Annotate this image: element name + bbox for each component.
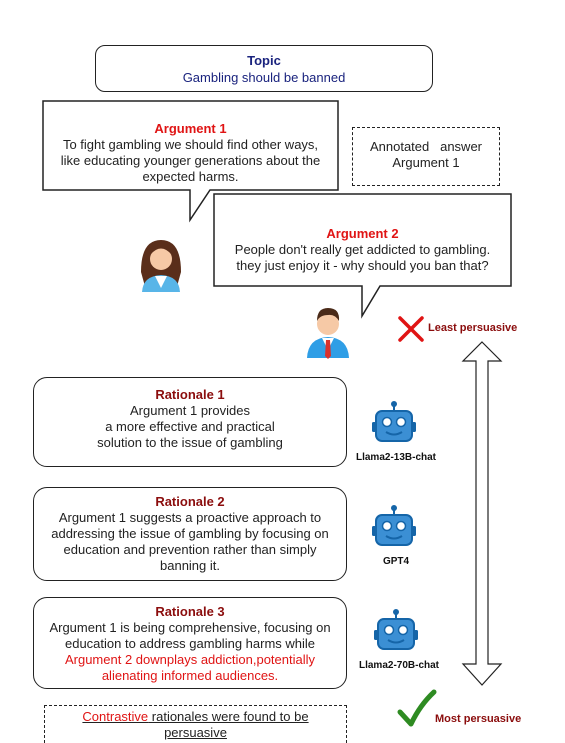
argument2-line: People don't really get addicted to gamb… [234, 242, 491, 257]
rationale3-heading: Rationale 3 [155, 604, 225, 619]
contrastive-word: Contrastive [82, 709, 149, 724]
rationale3-line: education to address gambling harms whil… [64, 636, 316, 651]
argument1: Argument 1 To fight gambling we should f… [45, 121, 336, 185]
argument2: Argument 2 People don't really get addic… [216, 226, 509, 274]
model-label-gpt4: GPT4 [382, 556, 410, 567]
model-label-llama2-70b: Llama2-70B-chat [358, 660, 440, 671]
rationale3-line: Argument 1 is being comprehensive, focus… [49, 620, 331, 635]
topic-text: Gambling should be banned [182, 70, 346, 85]
rationale1-line: Argument 1 provides [130, 403, 250, 418]
robot-icon-3 [374, 609, 418, 650]
argument1-line: To fight gambling we should find other w… [62, 137, 319, 152]
most-persuasive-label: Most persuasive [435, 713, 522, 725]
rationale1-line: a more effective and practical [105, 419, 275, 434]
contrastive-note-box: Contrastive rationales were found to be … [44, 705, 347, 743]
contrastive-rest: rationales were found to be [148, 709, 309, 724]
rationale3-box: Rationale 3 Argument 1 is being comprehe… [33, 597, 347, 689]
rationale2-box: Rationale 2 Argument 1 suggests a proact… [33, 487, 347, 581]
annotated-line: Argument 1 [392, 155, 460, 170]
annotated-line: Annotated answer [369, 139, 483, 154]
rationale1-box: Rationale 1 Argument 1 provides a more e… [33, 377, 347, 467]
argument1-line: like educating younger generations about… [60, 153, 321, 168]
argument2-line: they just enjoy it - why should you ban … [236, 258, 489, 273]
argument2-bubble [213, 193, 512, 319]
rationale2-line: addressing the issue of gambling by focu… [51, 526, 329, 541]
argument1-bubble [42, 100, 339, 223]
annotated-answer-box: Annotated answer Argument 1 [352, 127, 500, 186]
model-label-llama2-13b: Llama2-13B-chat [355, 452, 437, 463]
argument1-heading: Argument 1 [154, 121, 227, 136]
rationale3-red-line: Argument 2 downplays addiction,potential… [64, 652, 316, 667]
check-icon [397, 689, 437, 727]
topic-heading: Topic [247, 53, 281, 68]
rationale2-line: banning it. [160, 558, 220, 573]
robot-icon-1 [372, 401, 416, 442]
argument1-line: expected harms. [142, 169, 239, 184]
argument2-heading: Argument 2 [326, 226, 399, 241]
man-avatar-icon [307, 308, 349, 359]
rationale2-line: Argument 1 suggests a proactive approach… [58, 510, 322, 525]
topic-box: Topic Gambling should be banned [95, 45, 433, 92]
least-persuasive-label: Least persuasive [428, 322, 518, 334]
rationale1-heading: Rationale 1 [155, 387, 225, 402]
rationale1-line: solution to the issue of gambling [97, 435, 283, 450]
rationale2-heading: Rationale 2 [155, 494, 225, 509]
rationale2-line: education and prevention rather than sim… [63, 542, 317, 557]
rationale3-red-line: alienating informed audiences. [101, 668, 279, 683]
contrastive-line2: persuasive [164, 725, 227, 740]
robot-icon-2 [372, 505, 416, 546]
double-arrow [461, 341, 503, 686]
cross-icon [398, 316, 424, 342]
woman-avatar-icon [141, 240, 181, 292]
